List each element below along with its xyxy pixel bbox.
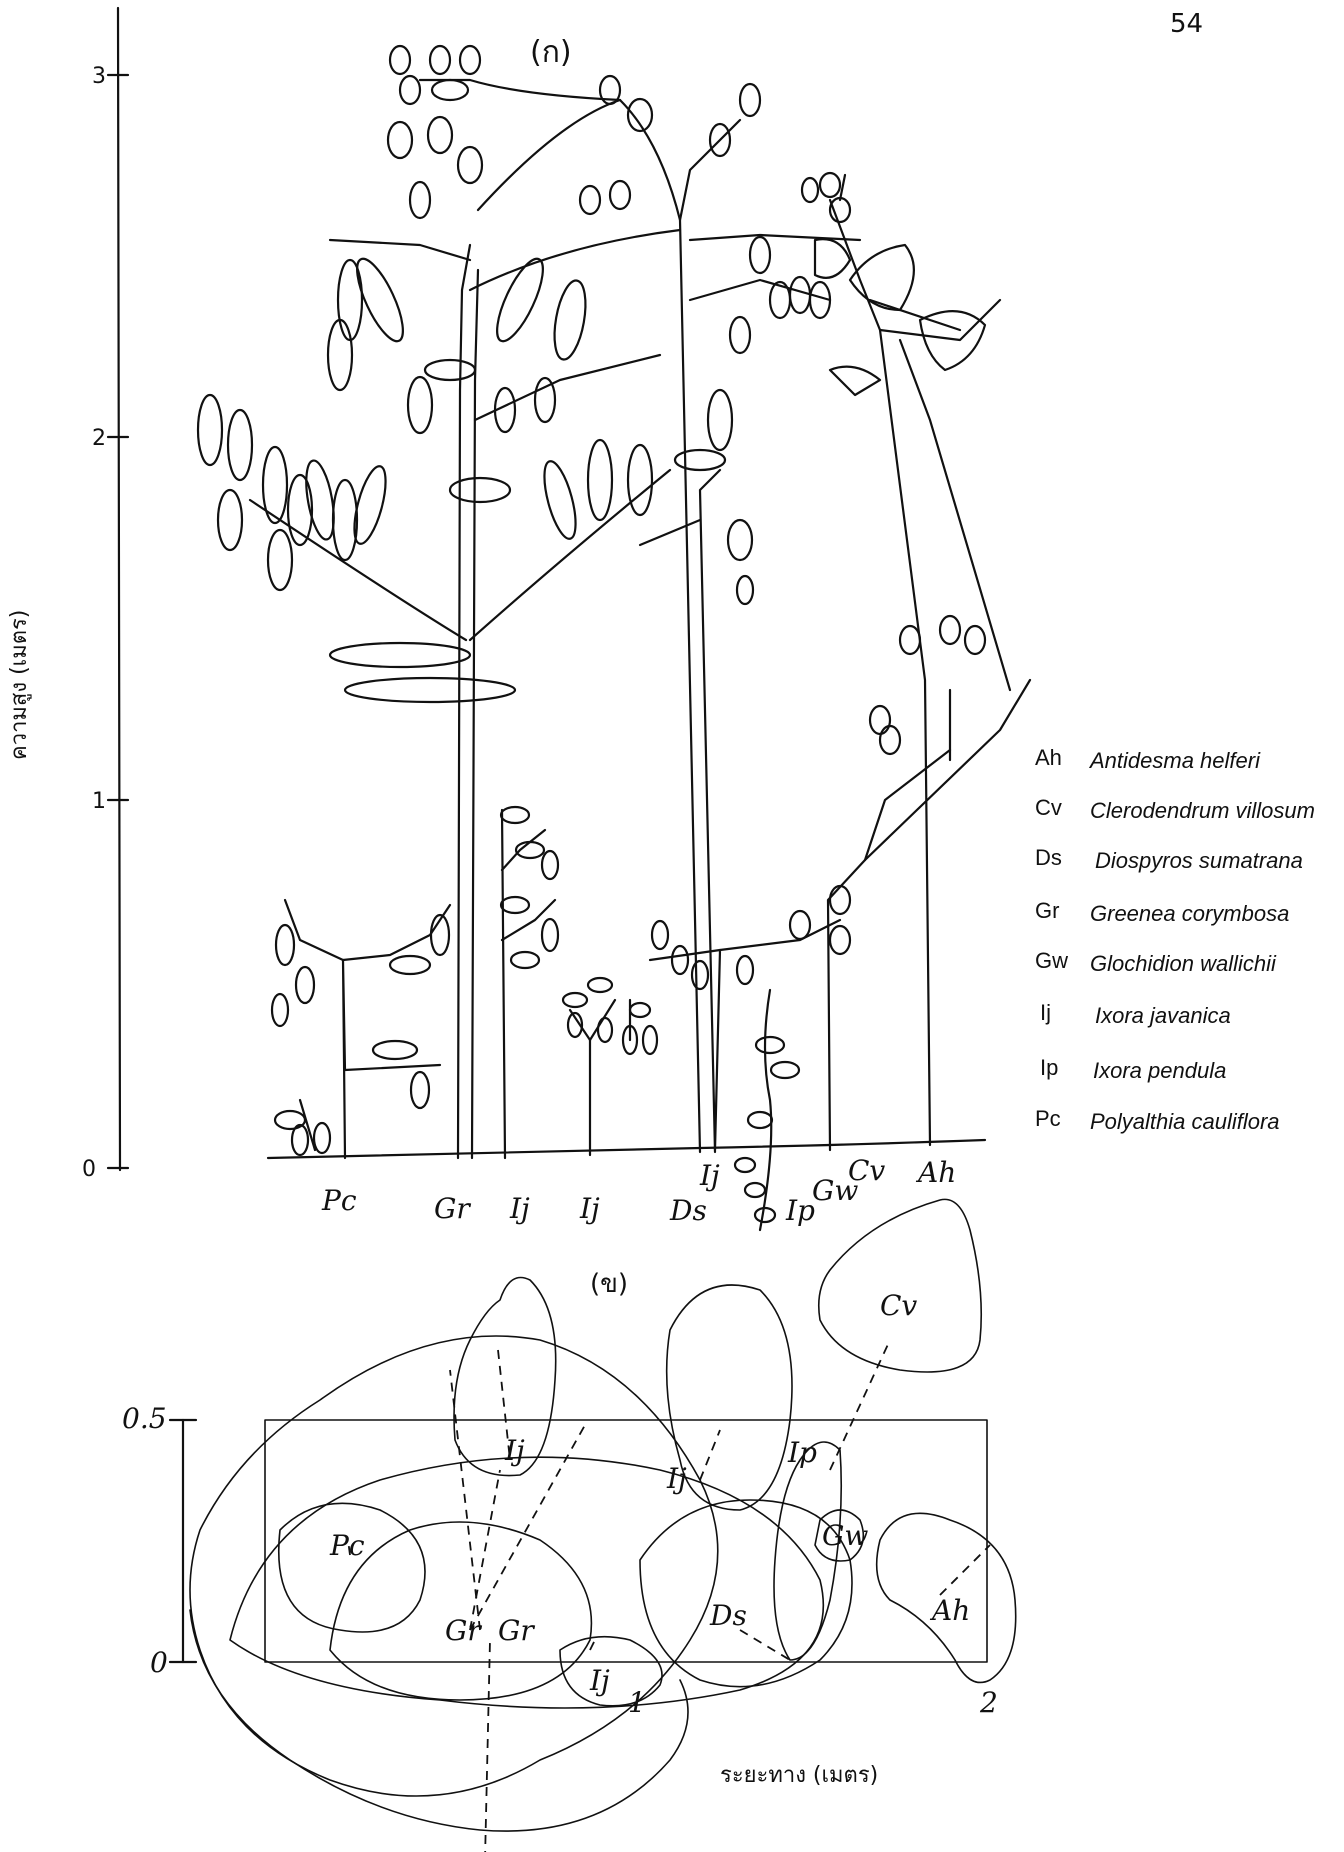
crown-label-gr-1: Gr [445,1614,482,1647]
plant-label-ip: Ip [785,1194,815,1227]
legend-code-ds: Ds [1035,845,1062,870]
plot-boundary [265,1420,987,1662]
legend-name-ip: Ixora pendula [1093,1058,1226,1083]
crown-labels: Cv Ij Ij Ip Gw Pc Gr Gr Ds Ij Ah [329,1289,970,1697]
crown-label-ds: Ds [709,1599,747,1632]
plan-x-tick-1: 1 [628,1686,646,1719]
species-legend: Ah Antidesma helferi Cv Clerodendrum vil… [1035,745,1315,1134]
plant-ah [802,173,1010,1145]
crown-label-pc: Pc [329,1529,365,1562]
legend-code-pc: Pc [1035,1106,1061,1131]
plan-x-axis-label: ระยะทาง (เมตร) [720,1763,878,1788]
plant-ij-1 [501,807,558,1158]
plan-y-tick-0: 0 [150,1646,168,1679]
crown-label-gr-2: Gr [498,1614,535,1647]
plant-ds [628,84,860,1152]
crown-gr-small [330,1522,591,1700]
legend-name-gr: Greenea corymbosa [1090,901,1289,926]
crown-plan-label: (ข) [590,1269,628,1299]
crown-label-ij-bottom: Ij [589,1664,610,1697]
crown-label-ij-top: Ij [504,1434,525,1467]
profile-panel: (ก) 0 1 2 3 ความสูง (เมตร) [7,8,1030,1230]
page-number: 54 [1170,9,1203,39]
plant-label-ds: Ds [669,1194,707,1227]
plant-pc [272,900,450,1158]
legend-code-gw: Gw [1035,948,1068,973]
legend-code-gr: Gr [1035,898,1059,923]
legend-name-pc: Polyalthia cauliflora [1090,1109,1280,1134]
legend-name-cv: Clerodendrum villosum [1090,798,1315,823]
crown-label-ip: Ip [787,1436,817,1469]
legend-name-ij: Ixora javanica [1095,1003,1231,1028]
crown-label-ah: Ah [929,1594,970,1627]
plan-x-tick-2: 2 [979,1686,998,1719]
plant-label-ij-1: Ij [509,1192,530,1225]
legend-code-ah: Ah [1035,745,1062,770]
plant-gw [650,886,850,1150]
legend-name-ds: Diospyros sumatrana [1095,848,1303,873]
crown-connectors [348,1340,990,1852]
legend-code-ij: Ij [1040,1000,1051,1025]
plant-label-gr: Gr [434,1192,471,1225]
height-tick-0: 0 [82,1157,96,1182]
crown-label-gw: Gw [822,1519,868,1552]
plan-y-axis: 0 0.5 [122,1402,196,1679]
crown-label-ij-right: Ij [666,1462,687,1495]
legend-name-ah: Antidesma helferi [1088,748,1261,773]
plant-label-ah: Ah [915,1156,956,1189]
plant-ij-2 [563,978,657,1155]
height-axis-label: ความสูง (เมตร) [7,610,32,760]
plant-labels: Pc Gr Ij Ij Ds Ij Ip Gw Cv Ah [321,1154,956,1227]
crown-broad [230,1457,823,1708]
height-tick-3: 3 [92,64,106,89]
height-axis: 0 1 2 3 ความสูง (เมตร) [7,8,128,1182]
crown-ij-bottom [560,1637,662,1706]
legend-name-gw: Glochidion wallichii [1090,951,1277,976]
height-tick-2: 2 [92,426,106,451]
legend-code-ip: Ip [1040,1055,1058,1080]
crown-plan-panel: (ข) 0 0.5 [122,1199,1016,1852]
legend-code-cv: Cv [1035,795,1062,820]
plant-label-cv: Cv [848,1154,885,1187]
crown-ds [640,1500,852,1687]
plant-label-ij-3: Ij [699,1159,720,1192]
plan-y-tick-05: 0.5 [122,1402,167,1435]
profile-panel-label: (ก) [530,35,572,70]
crown-cv [819,1199,982,1372]
plant-label-pc: Pc [321,1184,357,1217]
height-tick-1: 1 [92,789,106,814]
crown-label-cv: Cv [880,1289,917,1322]
plant-label-ij-2: Ij [579,1192,600,1225]
